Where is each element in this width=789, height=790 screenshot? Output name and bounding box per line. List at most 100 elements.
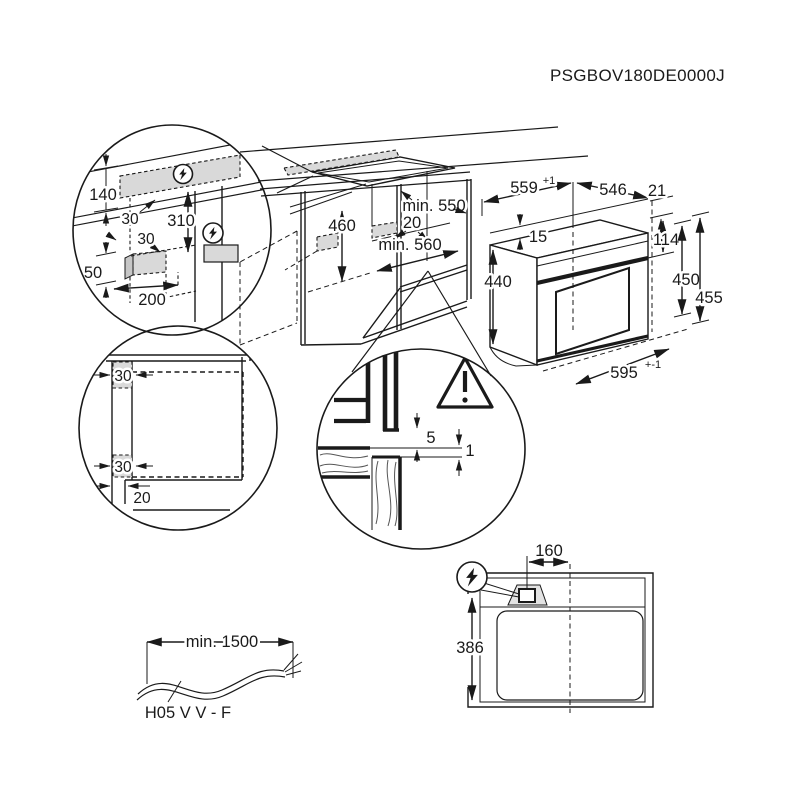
niche-hidden-edges bbox=[572, 201, 653, 332]
side-connection-box-end bbox=[124, 253, 134, 280]
dim-1: 1 bbox=[465, 442, 474, 460]
side-connection-zone bbox=[316, 232, 339, 252]
oven-foot-curve bbox=[489, 346, 538, 367]
niche-left-panel bbox=[300, 191, 306, 345]
dim-30-corner-top: 30 bbox=[114, 368, 132, 385]
model-code: PSGBOV180DE0000J bbox=[550, 66, 725, 85]
detail-circle-outline bbox=[72, 124, 272, 336]
topview-inner-frame bbox=[479, 577, 646, 703]
wood-grain-horizontal bbox=[319, 453, 369, 474]
dim-450: 450 bbox=[672, 271, 700, 289]
niche-ceiling-edge bbox=[489, 198, 649, 234]
cable-curve bbox=[136, 669, 286, 701]
dim-20-corner: 20 bbox=[133, 490, 151, 507]
dim-min550-arrow-right bbox=[452, 206, 467, 214]
wall-edge-line bbox=[239, 126, 559, 153]
niche-interior-lines bbox=[371, 171, 451, 261]
detail-callout-wedge-gap bbox=[351, 270, 492, 377]
dim-546: 546 bbox=[599, 181, 627, 199]
hidden-floor-line bbox=[307, 272, 371, 293]
cooktop-cutout-inner bbox=[317, 160, 449, 183]
cable-leader-line bbox=[167, 680, 182, 703]
detail2-shelf bbox=[124, 479, 242, 504]
wood-grain-vertical bbox=[375, 459, 398, 527]
dim-460: 460 bbox=[328, 217, 356, 235]
dim-114: 114 bbox=[653, 231, 679, 249]
trim-panel-section bbox=[334, 397, 366, 424]
oven-control-band bbox=[536, 255, 649, 286]
dim-20: 20 bbox=[403, 214, 421, 232]
detail-corner-clearance: 30 30 20 bbox=[78, 325, 278, 531]
bolt-pointer-lines bbox=[480, 582, 520, 598]
dim-line-559 bbox=[483, 181, 572, 204]
oven-top-view: 160 386 bbox=[454, 540, 654, 713]
dim-50-ticks bbox=[95, 251, 117, 286]
dim-160: 160 bbox=[535, 542, 563, 560]
detail-callout-wedge-wall bbox=[261, 145, 314, 194]
dim-min560: min. 560 bbox=[378, 236, 441, 254]
lightning-bolt-icon bbox=[172, 163, 194, 185]
detail2-counter bbox=[106, 354, 251, 362]
dim-21: 21 bbox=[648, 182, 666, 200]
cabinet-bottom-edges bbox=[300, 300, 468, 346]
dim-30-corner-bottom: 30 bbox=[114, 459, 132, 476]
dim-140: 140 bbox=[89, 186, 117, 204]
detail1-hidden-lines bbox=[129, 198, 197, 304]
mains-cable-detail: min. 1500 H05 V V - F bbox=[136, 631, 303, 725]
dim-595: 595 bbox=[610, 364, 638, 382]
clearance-block-top bbox=[112, 361, 133, 389]
detail-trim-gap: 5 1 bbox=[316, 348, 526, 550]
dim-140-ticks bbox=[93, 165, 119, 213]
zone-corner-arrow bbox=[105, 231, 117, 241]
dim-line-546 bbox=[576, 181, 649, 200]
dim-min550: min. 550 bbox=[402, 197, 465, 215]
dim-20-arrow-a bbox=[394, 229, 407, 239]
niche-floor-edges bbox=[362, 264, 468, 339]
dim-15: 15 bbox=[529, 228, 547, 246]
dim-595-tolerance: +-1 bbox=[645, 359, 661, 371]
dim-559-tolerance: +1 bbox=[543, 175, 556, 187]
oven-left-face bbox=[489, 244, 538, 367]
oven-trim-line bbox=[536, 240, 649, 267]
dim-450-ticks bbox=[673, 219, 692, 318]
dim-5: 5 bbox=[426, 429, 435, 447]
detail-wall-connection: 140 30 310 30 50 200 bbox=[72, 124, 272, 336]
clearance-block-bottom bbox=[112, 454, 133, 478]
dim-200: 200 bbox=[138, 291, 166, 309]
dim-30-side: 30 bbox=[137, 231, 155, 248]
dim-386: 386 bbox=[456, 639, 484, 657]
kitchen-cabinet-scene: 460 min. 550 20 min. 560 bbox=[239, 126, 589, 377]
dim-21-ticks bbox=[649, 195, 674, 219]
niche-ceiling-lines bbox=[289, 183, 367, 215]
warning-triangle-icon bbox=[436, 356, 494, 409]
detail2-niche-dashed bbox=[132, 371, 244, 478]
niche-back-connection-strip bbox=[371, 221, 398, 239]
dim-line-200 bbox=[113, 281, 179, 293]
detail-circle-outline bbox=[78, 325, 278, 531]
dim-line-595 bbox=[575, 348, 670, 385]
dim-455: 455 bbox=[695, 289, 723, 307]
oven-door-bottom bbox=[536, 334, 649, 363]
dim-20-arrow-b bbox=[417, 231, 429, 242]
dim-30-arrow bbox=[139, 199, 156, 213]
dim-30b-arrow bbox=[149, 242, 161, 253]
dim-455-ticks bbox=[691, 211, 710, 325]
adjacent-module-hidden-lines bbox=[239, 230, 318, 346]
cabinet-end-panel bbox=[466, 179, 472, 300]
worktop-section-edges bbox=[318, 446, 370, 479]
connection-terminal-box bbox=[518, 588, 536, 603]
dim-310: 310 bbox=[167, 212, 195, 230]
dim-min1500: min. 1500 bbox=[186, 633, 258, 651]
dim-50: 50 bbox=[84, 264, 102, 282]
dim-extension-lines bbox=[481, 182, 574, 228]
counter-edge-lines bbox=[257, 155, 589, 197]
cable-type-label: H05 V V - F bbox=[145, 704, 231, 722]
dim-559: 559 bbox=[510, 179, 538, 197]
dim-min550-arrow-left bbox=[400, 190, 413, 201]
dim-440: 440 bbox=[484, 273, 512, 291]
detail-circle-outline bbox=[316, 348, 526, 550]
lightning-bolt-icon bbox=[202, 222, 224, 244]
oven-door-window bbox=[555, 266, 630, 356]
